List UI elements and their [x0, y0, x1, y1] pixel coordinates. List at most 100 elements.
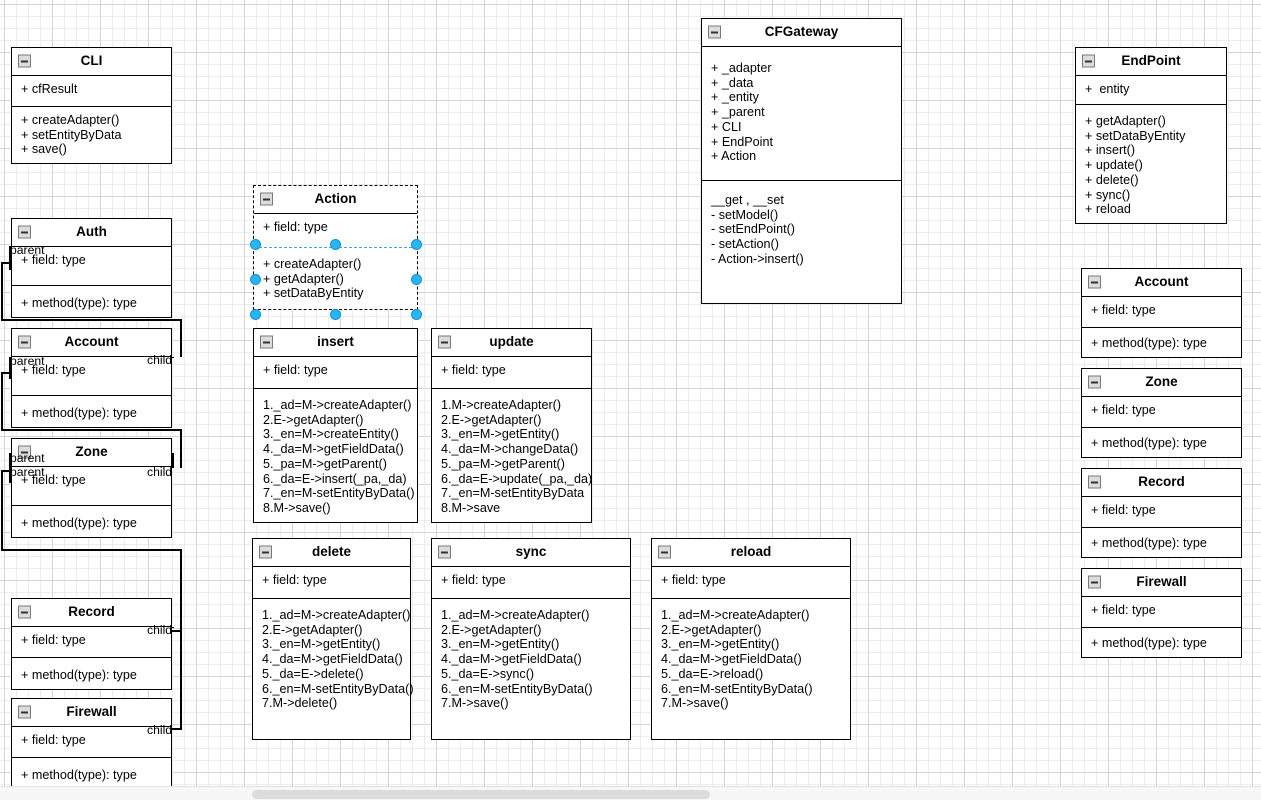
class-title-action: Action [314, 191, 357, 206]
class-operations-account-left: + method(type): type [12, 394, 171, 427]
resize-handle-top-left[interactable] [250, 239, 261, 250]
operation-row: 8.M->save [441, 500, 501, 515]
horizontal-scrollbar-track[interactable] [0, 786, 1261, 800]
class-box-zone-right[interactable]: Zone + field: type + method(type): type [1081, 368, 1242, 458]
resize-handle-bottom-right[interactable] [411, 309, 422, 320]
class-box-insert[interactable]: insert + field: type 1._ad=M->createAdap… [253, 328, 418, 523]
class-operations-zone-left: + method(type): type [12, 504, 171, 537]
class-box-reload[interactable]: reload + field: type 1._ad=M->createAdap… [651, 538, 851, 740]
horizontal-scrollbar-thumb[interactable] [252, 790, 710, 799]
class-box-action[interactable]: Action + field: type + createAdapter() +… [253, 185, 418, 310]
class-box-cfgateway[interactable]: CFGateway + _adapter + _data + _entity +… [701, 18, 902, 304]
class-operations-record-right: + method(type): type [1082, 526, 1241, 557]
class-box-account-right[interactable]: Account + field: type + method(type): ty… [1081, 268, 1242, 358]
attribute-row: + field: type [263, 219, 328, 234]
class-operations-firewall-right: + method(type): type [1082, 626, 1241, 657]
operation-row: 3._en=M->getEntity() [661, 637, 780, 652]
minus-box-icon[interactable] [1088, 275, 1101, 289]
minus-box-icon[interactable] [260, 192, 273, 206]
operation-row: 1.M->createAdapter() [441, 397, 562, 412]
attribute-row: + field: type [263, 362, 328, 377]
connector-zone-to-record-v [180, 549, 182, 630]
minus-box-icon[interactable] [18, 54, 31, 68]
class-header-firewall-right: Firewall [1082, 569, 1241, 597]
class-box-record-left[interactable]: Record + field: type + method(type): typ… [11, 598, 172, 690]
resize-handle-bottom-center[interactable] [330, 309, 341, 320]
class-title-firewall-right: Firewall [1136, 574, 1187, 589]
class-box-auth[interactable]: Auth + field: type + method(type): type [11, 218, 172, 318]
operation-row: + method(type): type [21, 295, 137, 310]
class-box-cli[interactable]: CLI + cfResult + createAdapter() + setEn… [11, 47, 172, 165]
minus-box-icon[interactable] [260, 335, 273, 349]
minus-box-icon[interactable] [1082, 54, 1095, 68]
resize-handle-top-center[interactable] [330, 239, 341, 250]
attribute-row: + field: type [1091, 402, 1156, 417]
resize-handle-middle-left[interactable] [250, 274, 261, 285]
class-box-sync[interactable]: sync + field: type 1._ad=M->createAdapte… [431, 538, 631, 740]
resize-handle-top-right[interactable] [411, 239, 422, 250]
minus-box-icon[interactable] [1088, 475, 1101, 489]
operation-row: 7._en=M-setEntityByData [441, 486, 585, 501]
minus-box-icon[interactable] [1088, 575, 1101, 589]
class-box-zone-left[interactable]: Zone + field: type + method(type): type [11, 438, 172, 538]
connector-firewall-to-bus [172, 728, 182, 730]
edge-label-record-child: child [147, 623, 173, 637]
class-attributes-delete: + field: type [253, 566, 410, 598]
class-operations-zone-right: + method(type): type [1082, 426, 1241, 457]
class-title-update: update [489, 334, 534, 349]
class-attributes-zone-right: + field: type [1082, 396, 1241, 427]
class-header-insert: insert [254, 329, 417, 357]
connector-account-left-v [9, 357, 11, 379]
operation-row: 8.M->save() [263, 500, 331, 515]
minus-box-icon[interactable] [18, 705, 31, 719]
connector-record-child-v [172, 627, 174, 628]
class-box-firewall-left[interactable]: Firewall + field: type + method(type): t… [11, 698, 172, 790]
minus-box-icon[interactable] [259, 545, 272, 559]
class-title-endpoint: EndPoint [1121, 53, 1181, 68]
minus-box-icon[interactable] [1088, 375, 1101, 389]
operation-row: 2.E->getAdapter() [262, 622, 363, 637]
operation-row: 6._da=E->update(_pa,_da) [441, 471, 593, 486]
class-title-reload: reload [730, 544, 772, 559]
class-box-delete[interactable]: delete + field: type 1._ad=M->createAdap… [252, 538, 414, 740]
class-title-sync: sync [515, 544, 547, 559]
operation-row: + update() [1085, 158, 1143, 173]
minus-box-icon[interactable] [438, 545, 451, 559]
class-operations-update: 1.M->createAdapter() 2.E->getAdapter() 3… [432, 387, 593, 522]
operation-row: 4._da=M->getFieldData() [263, 442, 404, 457]
operation-row: 3._en=M->getEntity() [262, 637, 381, 652]
operation-row: 7._en=M-setEntityByData() [263, 486, 415, 501]
minus-box-icon[interactable] [18, 445, 31, 459]
operation-row: + setDataByEntity [263, 286, 364, 301]
class-attributes-account-right: + field: type [1082, 296, 1241, 327]
resize-handle-middle-right[interactable] [411, 274, 422, 285]
class-box-endpoint[interactable]: EndPoint + entity + getAdapter() + setDa… [1075, 47, 1227, 224]
minus-box-icon[interactable] [18, 605, 31, 619]
minus-box-icon[interactable] [18, 335, 31, 349]
attribute-row: + field: type [21, 632, 86, 647]
operation-row: 2.E->getAdapter() [441, 412, 542, 427]
class-box-firewall-right[interactable]: Firewall + field: type + method(type): t… [1081, 568, 1242, 658]
class-title-record-right: Record [1138, 474, 1185, 489]
minus-box-icon[interactable] [708, 25, 721, 39]
class-title-account-left: Account [64, 334, 119, 349]
class-box-account-left[interactable]: Account + field: type + method(type): ty… [11, 328, 172, 428]
minus-box-icon[interactable] [438, 335, 451, 349]
minus-box-icon[interactable] [18, 225, 31, 239]
attribute-row: + _data [711, 75, 754, 90]
class-header-account-left: Account [12, 329, 171, 357]
class-box-update[interactable]: update + field: type 1.M->createAdapter(… [431, 328, 592, 523]
operation-row: + method(type): type [1091, 535, 1207, 550]
operation-row: + setEntityByData [21, 127, 122, 142]
operation-row: 6._en=M-setEntityByData() [441, 681, 593, 696]
attribute-row: + _parent [711, 105, 765, 120]
resize-handle-bottom-left[interactable] [250, 309, 261, 320]
minus-box-icon[interactable] [658, 545, 671, 559]
attribute-row: + field: type [21, 362, 86, 377]
attribute-row: + field: type [21, 472, 86, 487]
class-attributes-reload: + field: type [652, 566, 850, 598]
operation-row: + method(type): type [21, 515, 137, 530]
class-attributes-auth: + field: type [12, 246, 171, 285]
class-box-record-right[interactable]: Record + field: type + method(type): typ… [1081, 468, 1242, 558]
